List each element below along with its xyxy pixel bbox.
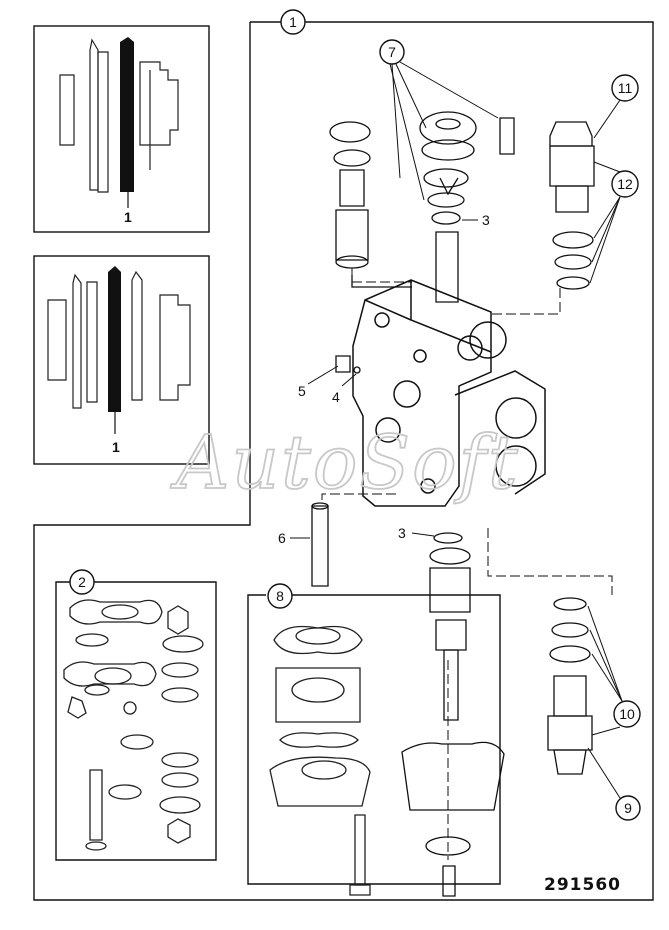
callout-9: 9 (624, 800, 632, 816)
callout-6: 6 (278, 530, 286, 546)
valve-body (352, 279, 546, 507)
callout-12: 12 (617, 176, 633, 192)
plunger-pin (311, 502, 329, 587)
watermark: AutoSoft (170, 420, 520, 506)
inset-top-label: 1 (124, 209, 132, 225)
inset-box-bottom: 1 (33, 255, 210, 465)
callout-10: 10 (619, 706, 635, 722)
assembly-lines (321, 268, 613, 860)
callout-2: 2 (78, 574, 86, 590)
callout-11: 11 (618, 80, 633, 96)
lower-spool (401, 532, 505, 897)
detent-group (419, 111, 515, 303)
small-plug (335, 355, 361, 374)
relief-valve-top (549, 121, 595, 290)
callout-8: 8 (276, 588, 284, 604)
inset-bottom-label: 1 (112, 439, 120, 455)
frame-lines (33, 21, 654, 901)
callout-3-lower: 3 (398, 525, 406, 541)
upper-spool (329, 121, 412, 288)
seal-kit-box (55, 581, 217, 861)
flange-kit-box (247, 594, 501, 896)
callout-4: 4 (332, 389, 340, 405)
callout-7: 7 (388, 44, 396, 60)
part-number: 291560 (544, 875, 621, 895)
callout-5: 5 (298, 383, 306, 399)
inset-box-top: 1 (33, 25, 210, 233)
callout-3-upper: 3 (482, 212, 490, 228)
callout-1: 1 (289, 14, 297, 30)
callouts: 1 2 3 3 4 5 6 7 8 9 (69, 9, 641, 821)
relief-valve-bottom (547, 597, 593, 775)
